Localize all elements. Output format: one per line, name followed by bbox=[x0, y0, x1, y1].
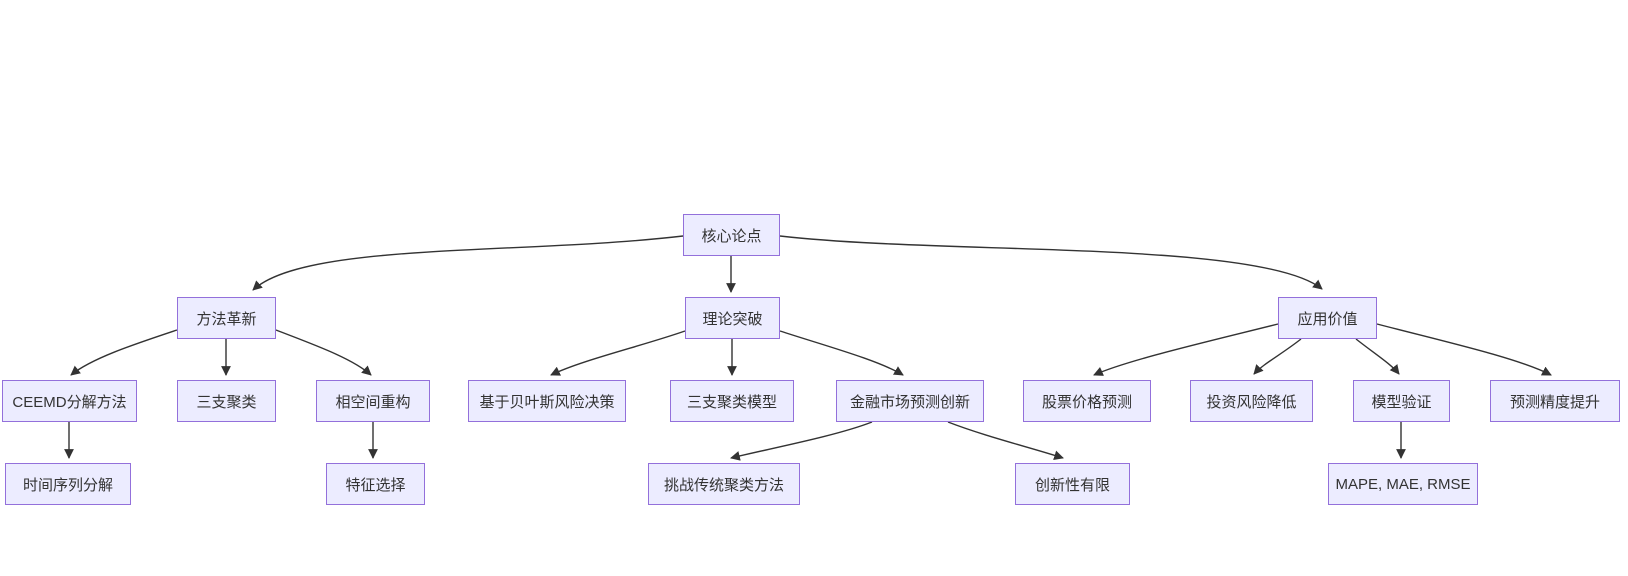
node-financial-forecast-innovation: 金融市场预测创新 bbox=[836, 380, 984, 422]
node-core-thesis: 核心论点 bbox=[683, 214, 780, 256]
node-error-metrics: MAPE, MAE, RMSE bbox=[1328, 463, 1478, 505]
node-limited-innovation: 创新性有限 bbox=[1015, 463, 1130, 505]
edge-fininnov-limited bbox=[947, 421, 1064, 460]
edge-application-stock bbox=[1093, 323, 1279, 376]
edge-theory-fininnov bbox=[779, 330, 904, 376]
node-three-way-clustering: 三支聚类 bbox=[177, 380, 276, 422]
node-model-validation: 模型验证 bbox=[1353, 380, 1450, 422]
edge-core-method bbox=[252, 235, 684, 291]
node-ceemd-decomposition: CEEMD分解方法 bbox=[2, 380, 137, 422]
edge-method-ceemd bbox=[70, 329, 178, 376]
node-method-innovation: 方法革新 bbox=[177, 297, 276, 339]
edge-application-risk bbox=[1253, 338, 1302, 375]
node-application-value: 应用价值 bbox=[1278, 297, 1377, 339]
node-phase-space-reconstruction: 相空间重构 bbox=[316, 380, 430, 422]
edge-fininnov-challenge bbox=[730, 421, 873, 461]
edge-application-validation bbox=[1355, 338, 1400, 375]
node-investment-risk-reduction: 投资风险降低 bbox=[1190, 380, 1313, 422]
node-stock-price-forecast: 股票价格预测 bbox=[1023, 380, 1151, 422]
node-forecast-precision-improvement: 预测精度提升 bbox=[1490, 380, 1620, 422]
edge-core-application bbox=[779, 235, 1323, 290]
node-time-series-decomposition: 时间序列分解 bbox=[5, 463, 131, 505]
edge-application-precision bbox=[1376, 323, 1552, 376]
node-challenge-traditional-clustering: 挑战传统聚类方法 bbox=[648, 463, 800, 505]
edge-theory-bayes bbox=[550, 330, 686, 376]
node-feature-selection: 特征选择 bbox=[326, 463, 425, 505]
node-theory-breakthrough: 理论突破 bbox=[685, 297, 780, 339]
edge-method-phase bbox=[275, 329, 372, 376]
node-three-way-clustering-model: 三支聚类模型 bbox=[670, 380, 794, 422]
node-bayesian-risk-decision: 基于贝叶斯风险决策 bbox=[468, 380, 626, 422]
